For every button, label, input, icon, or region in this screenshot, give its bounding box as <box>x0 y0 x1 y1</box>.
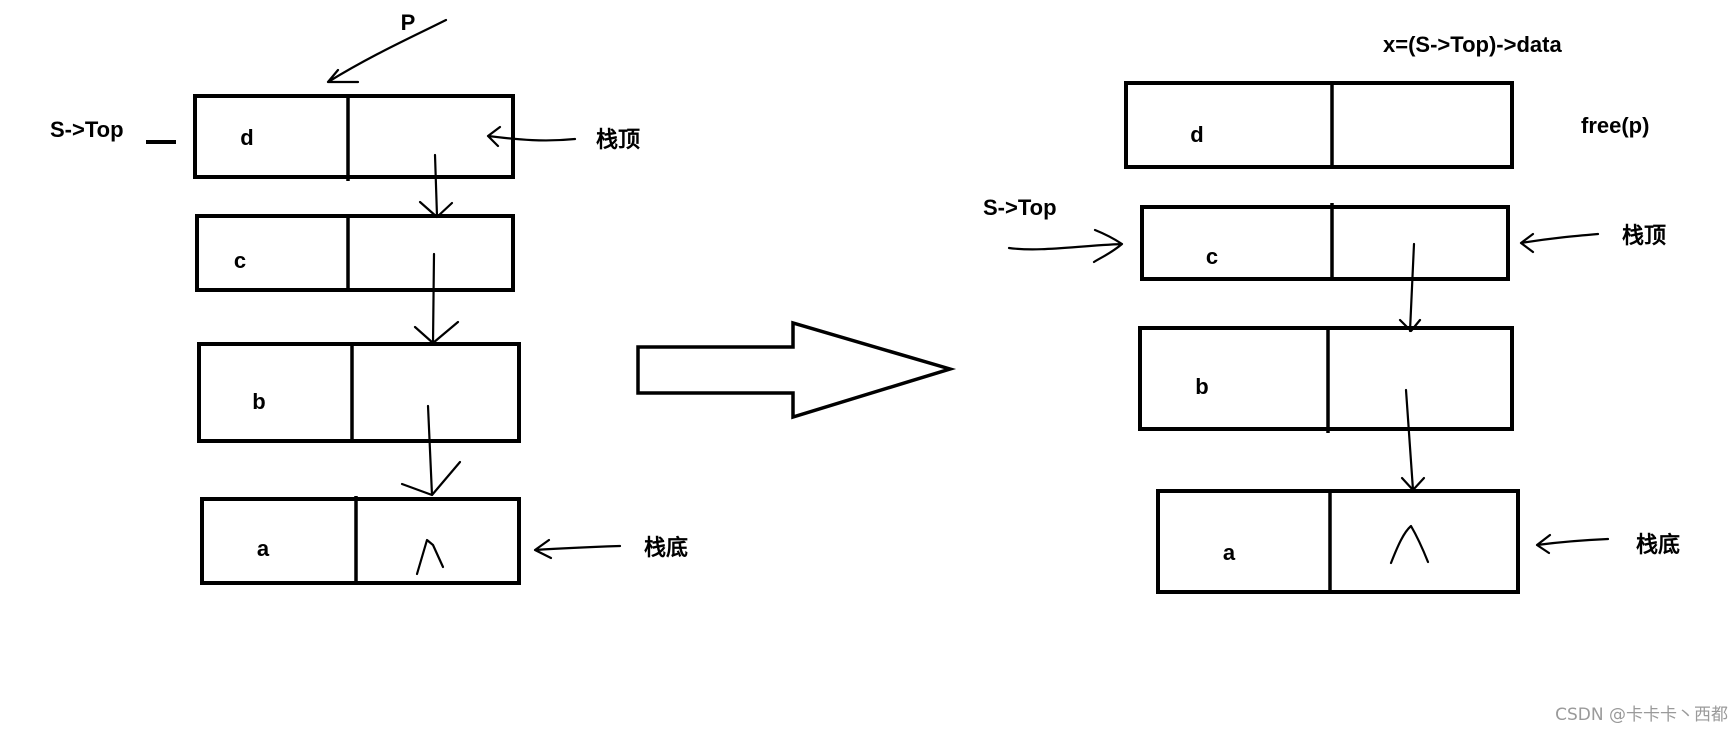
left-node-c-box <box>195 214 515 292</box>
right-top-marker-arrow <box>1519 232 1600 254</box>
left-node-b-data: b <box>252 389 265 414</box>
right-node-b: b <box>1138 326 1514 433</box>
left-link-arrow-c-to-b <box>413 252 460 345</box>
free-call-text: free(p) <box>1581 113 1649 138</box>
right-node-d-box <box>1124 81 1514 169</box>
left-node-d-box <box>193 94 515 179</box>
left-link-arrow-b-to-a <box>400 404 462 497</box>
right-top-marker-label: 栈顶 <box>1622 223 1666 248</box>
right-node-d-data: d <box>1190 122 1203 147</box>
right-link-arrow-b-to-a <box>1400 388 1426 492</box>
left-node-a: a <box>200 496 521 585</box>
left-link-arrow-d-to-c <box>418 153 454 219</box>
right-top-pointer-arrow <box>1007 228 1124 264</box>
watermark: CSDN @卡卡卡丶西都 <box>1555 705 1728 725</box>
right-null-symbol <box>1389 524 1430 565</box>
left-node-b: b <box>197 342 521 443</box>
left-top-marker-arrow <box>486 125 577 148</box>
right-node-c-data: c <box>1206 244 1218 269</box>
left-bottom-marker-arrow <box>533 538 622 560</box>
right-node-a-data: a <box>1223 540 1236 565</box>
transition-arrow <box>636 320 957 420</box>
right-node-c-box <box>1140 205 1510 281</box>
p-pointer-label: P <box>401 10 416 35</box>
left-top-marker-label: 栈顶 <box>596 127 640 152</box>
left-node-d-data: d <box>240 125 253 150</box>
left-node-c-data: c <box>234 248 246 273</box>
right-node-a-box <box>1156 489 1520 594</box>
left-node-a-box <box>200 497 521 585</box>
right-bottom-marker-label: 栈底 <box>1636 532 1680 557</box>
left-null-symbol <box>415 538 445 576</box>
right-node-d: d <box>1124 81 1514 169</box>
assignment-text: x=(S->Top)->data <box>1383 32 1562 57</box>
right-bottom-marker-arrow <box>1535 533 1610 555</box>
left-stack: d c b a P S->Top <box>50 10 688 585</box>
left-top-label: S->Top <box>50 117 124 142</box>
p-pointer-arrow <box>326 18 448 84</box>
left-node-a-data: a <box>257 536 270 561</box>
right-top-label: S->Top <box>983 195 1057 220</box>
left-node-b-box <box>197 342 521 443</box>
right-link-arrow-c-to-b <box>1398 242 1422 333</box>
right-node-a: a <box>1156 489 1520 594</box>
right-stack: x=(S->Top)->data free(p) d c b a <box>983 32 1680 594</box>
right-node-c: c <box>1140 203 1510 281</box>
right-node-b-data: b <box>1195 374 1208 399</box>
left-node-c: c <box>195 214 515 292</box>
left-bottom-marker-label: 栈底 <box>644 535 688 560</box>
right-node-b-box <box>1138 326 1514 431</box>
left-node-d: d <box>193 94 515 181</box>
